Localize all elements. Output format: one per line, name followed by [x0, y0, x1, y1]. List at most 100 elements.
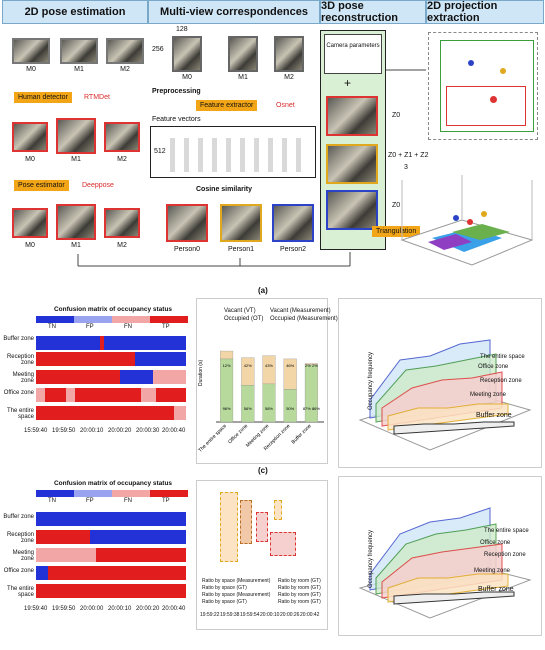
- bar-chart-svg: Duration (s)The entire space96%12%Office…: [198, 350, 324, 454]
- bar-0-1: [241, 385, 255, 423]
- tl-legend-r1: Ratio by room (GT): [278, 585, 321, 591]
- bar-pct-high: 46%: [286, 363, 294, 368]
- tl-tick-3: 20:00:10: [260, 612, 280, 618]
- recon-image-0: [326, 96, 378, 136]
- flow-arrows: [77, 69, 426, 267]
- cm-legend-fn: [112, 316, 150, 323]
- timeline-block-1: [220, 492, 238, 562]
- camera-image-m0: [12, 38, 50, 64]
- cm-b-rowlabel-office: Office zone: [3, 568, 34, 574]
- eq2-num: Z0 + Z1 + Z2: [388, 152, 429, 159]
- tl-legend-l1: Ratio by space (GT): [202, 585, 247, 591]
- label-m0b: M0: [25, 156, 35, 163]
- bar-1-0: [220, 350, 234, 360]
- cm-tick-2: 20:00:10: [80, 428, 104, 434]
- cm-legend-tn-label: TN: [48, 324, 56, 330]
- crop-label-m1: M1: [238, 74, 248, 81]
- label-m2: M2: [120, 66, 130, 73]
- eq2-den: 3: [404, 164, 408, 171]
- cm-rowlabel-meeting: Meeting zone: [12, 372, 34, 384]
- crop-label-m2: M2: [284, 74, 294, 81]
- occ-bot-zone-1: Office zone: [480, 540, 511, 546]
- bar-pct-high: 42%: [244, 363, 252, 368]
- cm-b-rowlabel-meeting: Meeting zone: [12, 550, 34, 562]
- cm-tick-1: 19:59:50: [52, 428, 76, 434]
- tl-legend-r0: Ratio by room (GT): [278, 578, 321, 584]
- occ-bot-zone-0: The entire space: [484, 528, 529, 534]
- occ-top-ylabel: Occupancy frequency: [368, 351, 375, 411]
- 3d-scene: [400, 175, 534, 266]
- occ-top-zone-1: Office zone: [478, 364, 509, 370]
- tl-legend-r2: Ratio by room (GT): [278, 592, 321, 598]
- point-red: [490, 96, 497, 103]
- bar-legend-2: Occupied (OT): [224, 316, 264, 322]
- label-m1b: M1: [71, 156, 81, 163]
- bar-pct-high: 12%: [223, 363, 231, 368]
- occ-bot-zone-2: Reception zone: [484, 552, 526, 558]
- pose-image-m0: [12, 208, 48, 238]
- recon-image-2: [326, 190, 378, 230]
- dim-512: 512: [154, 148, 166, 155]
- cm-row-office: [36, 388, 186, 402]
- crop-label-m0: M0: [182, 74, 192, 81]
- feature-vectors-box: [150, 126, 316, 178]
- deeppose-label: Deeppose: [82, 182, 114, 189]
- detected-image-m2: [104, 122, 140, 152]
- cm-b-row-entire: [36, 584, 186, 598]
- label-m0c: M0: [25, 242, 35, 249]
- bar-1-3: [283, 358, 297, 390]
- bar-pct-low: 50%: [286, 406, 294, 411]
- cm-b-legend-fn-label: FN: [124, 498, 132, 504]
- bar-0-2: [262, 383, 276, 423]
- occupancy-3d-bottom-svg: [358, 507, 532, 619]
- crop-m0: [172, 36, 202, 72]
- tl-tick-1: 19:59:38: [220, 612, 240, 618]
- cm-b-legend-tn: [36, 490, 74, 497]
- header-2d-projection: 2D projection extraction: [426, 0, 544, 24]
- cm-b-row-reception: [36, 530, 186, 544]
- bar-legend-0: Vacant (VT): [224, 308, 256, 314]
- tl-tick-4: 20:00:26: [280, 612, 300, 618]
- dim-256: 256: [152, 46, 164, 53]
- cm-b-row-buffer: [36, 512, 186, 526]
- zone-office: [440, 40, 534, 132]
- bar-1-1: [241, 357, 255, 386]
- zone-reception: [446, 86, 526, 126]
- cm-tick-0: 15:59:40: [24, 428, 48, 434]
- bar-pct-high: 2% 2%: [305, 363, 318, 368]
- human-detector-box: Human detector: [14, 92, 72, 103]
- detected-image-m0: [12, 122, 48, 152]
- occ-bot-zone-4: Buffer zone: [478, 586, 514, 593]
- bar-legend-3: Occupied (Measurement): [270, 316, 338, 322]
- cm-tick-5: 20:00:40: [162, 428, 186, 434]
- rtmdet-label: RTMDet: [84, 94, 110, 101]
- pose-image-m2: [104, 208, 140, 238]
- eq1: Z0: [392, 112, 401, 119]
- bar-pct-low: 56%: [244, 406, 252, 411]
- person2-crop: [272, 204, 314, 242]
- occ-top-zone-0: The entire space: [480, 354, 525, 360]
- feature-vectors-label: Feature vectors: [152, 116, 201, 123]
- timeline-block-2: [240, 500, 252, 544]
- osnet-label: Osnet: [276, 102, 295, 109]
- caption-c: (c): [258, 466, 268, 475]
- timeline-block-4: [270, 532, 296, 556]
- cm-row-reception: [36, 352, 186, 366]
- bar-y-label: Duration (s): [198, 360, 204, 386]
- bar-0-4: [304, 364, 318, 423]
- person0-label: Person0: [173, 246, 201, 253]
- cm-row-buffer: [36, 336, 186, 350]
- header-pose-estimation: 2D pose estimation: [2, 0, 148, 24]
- cm-row-buffer-fp: [100, 336, 104, 350]
- pose-estimator-box: Pose estimator: [14, 180, 69, 191]
- tl-tick-2: 19:59:54: [240, 612, 260, 618]
- feature-vector-bars: [170, 138, 310, 172]
- cm-b-row-office: [36, 566, 186, 580]
- caption-a: (a): [258, 286, 268, 295]
- cm-b-tick-3: 20:00:10: [108, 606, 132, 612]
- detected-image-m1: [56, 118, 96, 154]
- eq3: Z0: [392, 202, 401, 209]
- cm-b-legend-tp-label: TP: [162, 498, 170, 504]
- cm-b-rowlabel-buffer: Buffer zone: [3, 514, 34, 520]
- cm-rowlabel-reception: Reception zone: [6, 354, 34, 366]
